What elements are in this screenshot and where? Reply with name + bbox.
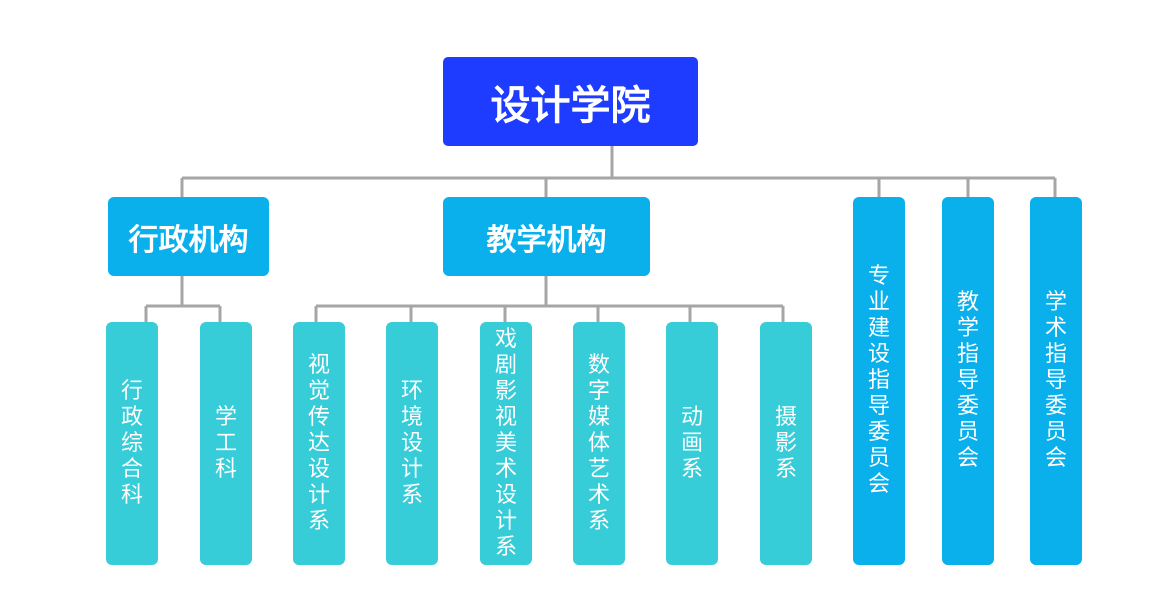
admin-branch-label: 行政机构: [128, 222, 249, 258]
teaching-branch-node: 教学机构: [443, 197, 650, 276]
node-label: 行政综合科: [120, 378, 143, 508]
department-node: 戏剧影视美术设计系: [480, 322, 532, 565]
node-label: 专业建设指导委员会: [867, 264, 890, 497]
node-label: 视觉传达设计系: [307, 352, 330, 534]
admin-unit-node: 行政综合科: [106, 322, 158, 565]
node-label: 学术指导委员会: [1044, 290, 1067, 471]
department-node: 环境设计系: [386, 322, 438, 565]
committee-node: 教学指导委员会: [942, 197, 994, 565]
node-label: 动画系: [680, 404, 703, 482]
admin-unit-node: 学工科: [200, 322, 252, 565]
committee-node: 专业建设指导委员会: [853, 197, 905, 565]
department-node: 动画系: [666, 322, 718, 565]
root-label: 设计学院: [490, 82, 651, 129]
teaching-branch-label: 教学机构: [486, 222, 607, 258]
admin-branch-node: 行政机构: [108, 197, 269, 276]
committee-node: 学术指导委员会: [1030, 197, 1082, 565]
department-node: 摄影系: [760, 322, 812, 565]
node-label: 摄影系: [774, 404, 797, 482]
node-label: 数字媒体艺术系: [587, 352, 610, 534]
node-label: 教学指导委员会: [956, 290, 979, 471]
department-node: 视觉传达设计系: [293, 322, 345, 565]
department-node: 数字媒体艺术系: [573, 322, 625, 565]
node-label: 戏剧影视美术设计系: [494, 326, 517, 560]
root-node: 设计学院: [443, 57, 698, 146]
node-label: 环境设计系: [400, 378, 423, 508]
node-label: 学工科: [214, 404, 237, 482]
